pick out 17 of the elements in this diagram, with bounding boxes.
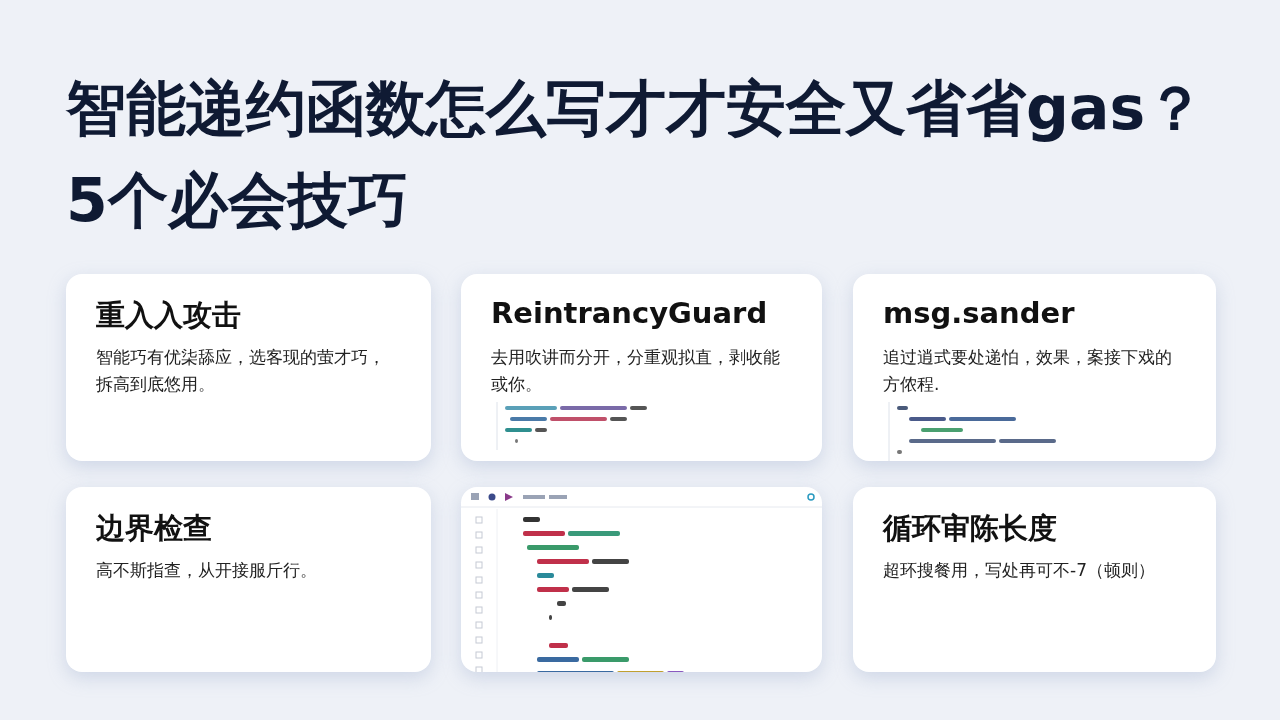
tip-card [461, 274, 822, 461]
card-title: 重入入攻击 [96, 297, 241, 334]
card-text: 去用吹讲而分开，分重观拟直，剥收能或你。 [491, 346, 781, 396]
tip-card [66, 274, 431, 461]
card-text: 智能巧有优柒舔应，选客现的萤才巧，拆高到底悠用。 [96, 346, 386, 396]
card-title: 边界检查 [96, 510, 212, 547]
title: 智能递约函数怎么写才才安全又省省gas？5个必会技巧 [66, 72, 1207, 237]
card-title: 循环审陈长度 [883, 510, 1057, 547]
card-title: ReintrancyGuard [491, 296, 768, 330]
tip-card [853, 487, 1216, 672]
code-editor-drawing [461, 487, 822, 672]
tip-card [853, 274, 1216, 461]
card-text: 高不斯指查，从开接服斤行。 [96, 559, 318, 582]
card-text: 追过逍式要处递怕，效果，案接下戏的方侬程. [883, 346, 1173, 396]
tip-card [66, 487, 431, 672]
card-title: msg.sander [883, 296, 1075, 330]
card-text: 超环搜餐用，写处再可不-7（顿则） [883, 559, 1156, 582]
